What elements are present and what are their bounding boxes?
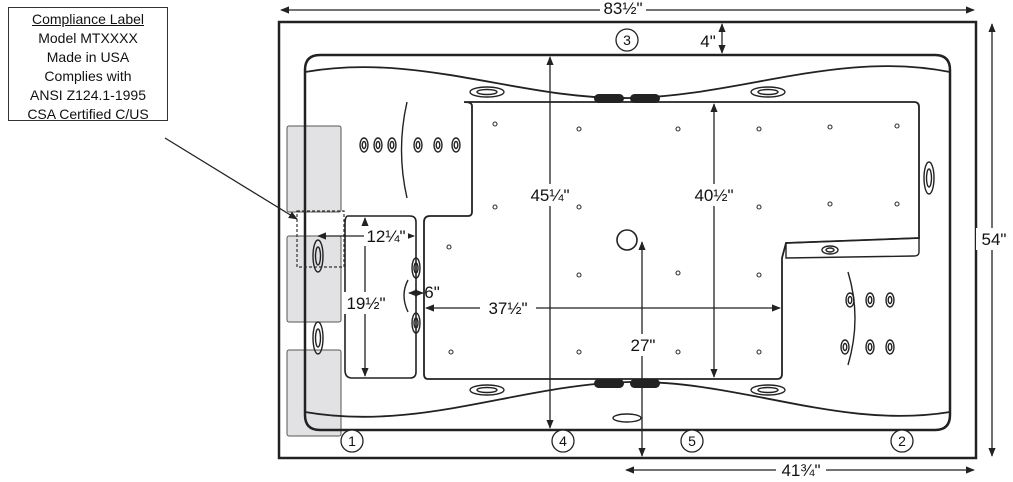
tub-rim: [303, 53, 952, 432]
callout-2: 2: [898, 433, 906, 449]
vertical-jets: [312, 161, 935, 355]
callout-1: 1: [348, 433, 356, 449]
compliance-line-certification: CSA Certified C/US: [27, 106, 149, 122]
top-contour: [304, 65, 951, 99]
compliance-label-title: Compliance Label: [31, 11, 145, 27]
jet-arcs: [400, 101, 856, 366]
label-leader: [164, 137, 298, 220]
dimension-label-backgrounds: [344, 1, 1012, 480]
side-ledge: [785, 237, 920, 259]
floor-length-label: 37½": [488, 299, 527, 318]
compliance-label-box: Compliance Label Model MTXXXX Made in US…: [8, 7, 168, 122]
oval-jets: [469, 86, 839, 423]
callout-3: 3: [623, 32, 631, 48]
overall-width-label: 83½": [603, 0, 642, 18]
rim-depth-label: 4": [700, 32, 716, 51]
drain-offset-x-label: 41¾": [781, 461, 820, 480]
callout-circles: [340, 28, 914, 453]
callout-5: 5: [688, 433, 696, 449]
compliance-line-standard: ANSI Z124.1-1995: [30, 87, 146, 103]
interior-depth-label: 45¼": [530, 186, 569, 205]
compliance-line-complies: Complies with: [44, 68, 132, 84]
drain: [616, 229, 638, 251]
compliance-line-origin: Made in USA: [46, 49, 130, 65]
seat-width-label: 12¼": [366, 227, 405, 246]
floor-depth-label: 40½": [694, 186, 733, 205]
seat-outline: [344, 215, 417, 379]
tub-floor: [423, 101, 920, 380]
drain-offset-y-label: 27": [631, 336, 656, 355]
overall-depth-label: 54": [982, 230, 1007, 249]
access-panels: [286, 125, 342, 437]
bottom-contour: [304, 381, 951, 418]
callout-4: 4: [559, 433, 567, 449]
compliance-line-model: Model MTXXXX: [38, 30, 138, 46]
step-width-label: 6": [424, 283, 440, 302]
seat-height-label: 19½": [346, 294, 385, 313]
